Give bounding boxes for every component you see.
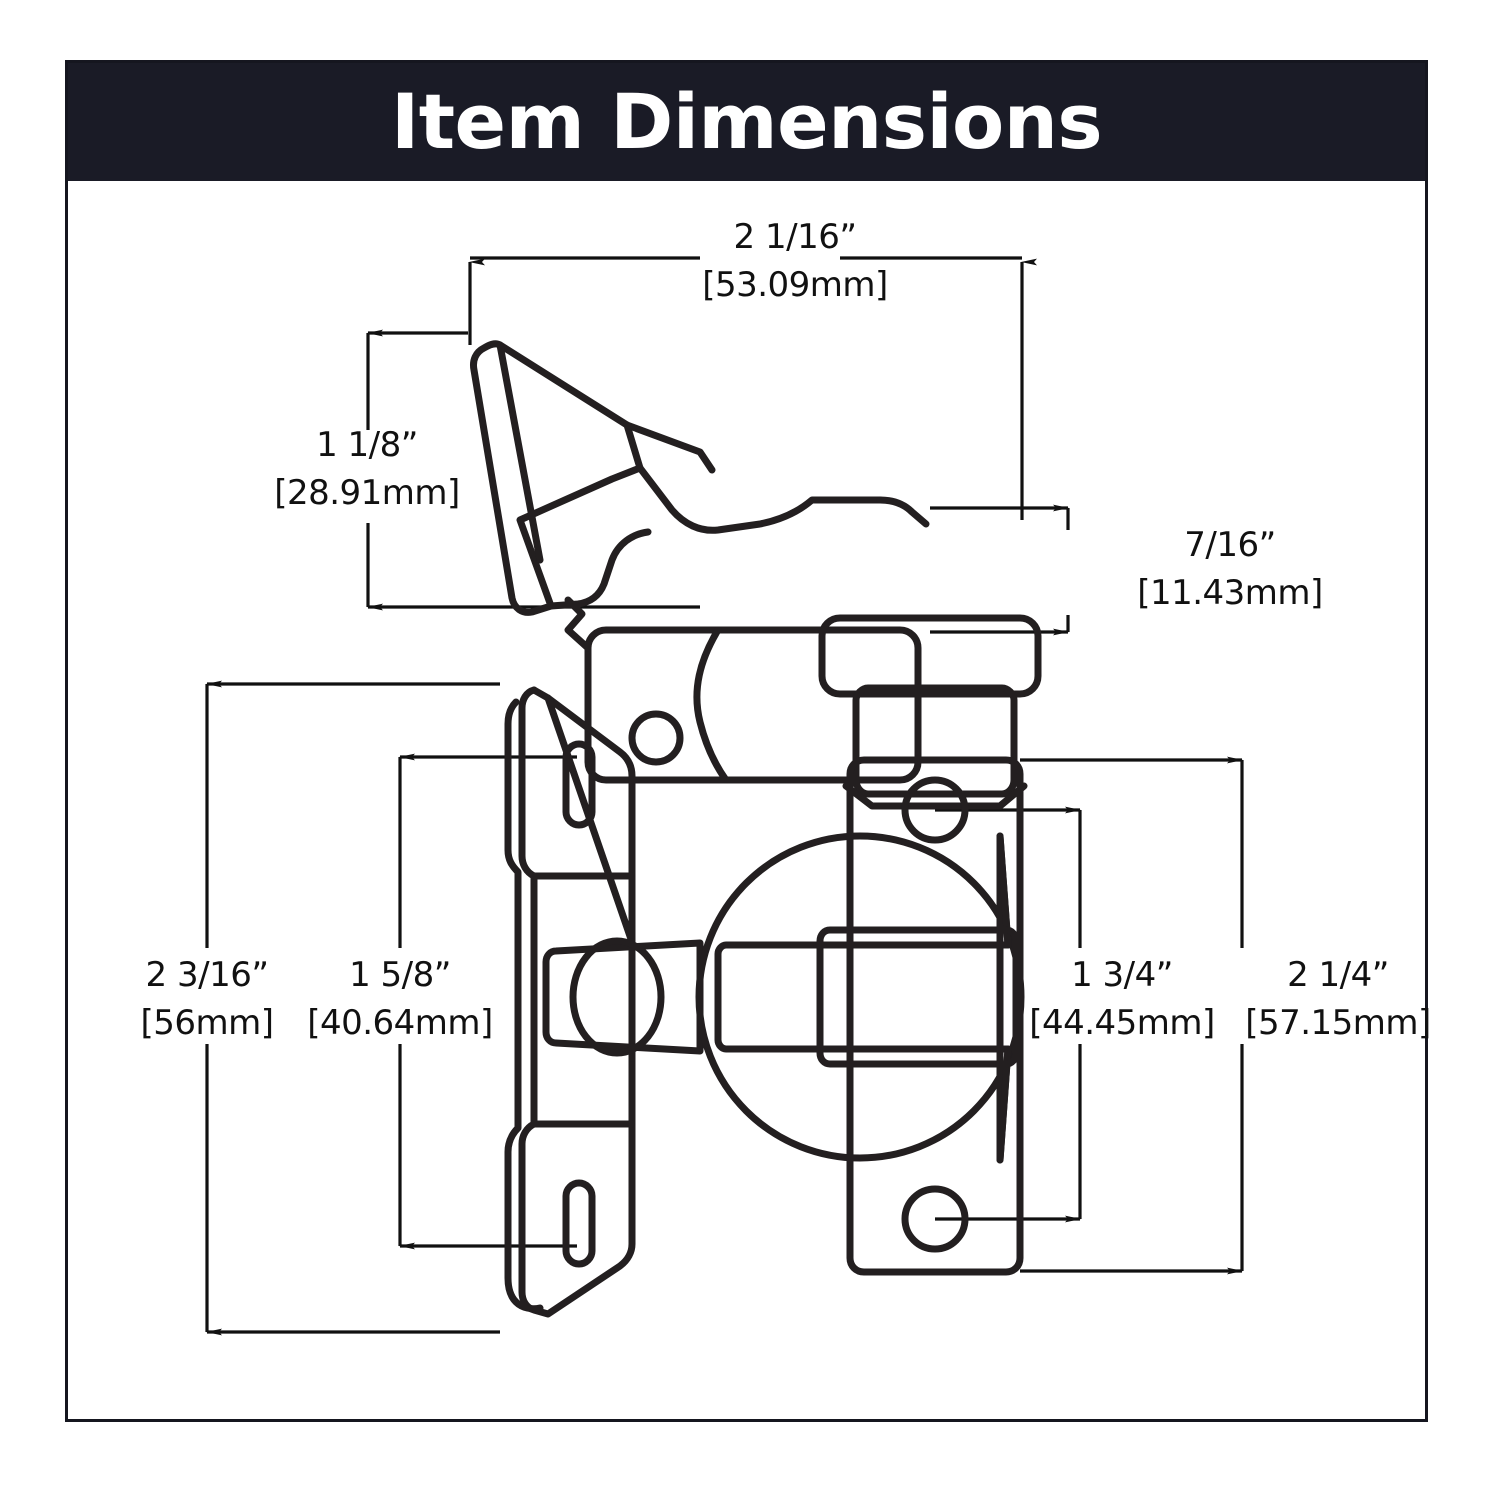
diagram-header: Item Dimensions <box>68 63 1425 181</box>
dimension-metric-top-width: [53.09mm] <box>702 265 888 306</box>
dimension-imperial-plate-height: 2 1/4” <box>1287 955 1389 995</box>
dimension-metric-overall-height: [56mm] <box>140 1003 274 1044</box>
dimension-label-right-thickness: 7/16” [11.43mm] <box>1091 521 1369 618</box>
dimension-label-left-height: 1 1/8” [28.91mm] <box>248 421 486 518</box>
dimension-imperial-slot-spacing: 1 5/8” <box>349 955 451 995</box>
dimension-metric-hole-spacing: [44.45mm] <box>1029 1003 1215 1044</box>
dimension-imperial-left-height: 1 1/8” <box>316 425 418 465</box>
dimension-label-top-width: 2 1/16” [53.09mm] <box>600 213 990 310</box>
dimension-label-slot-spacing: 1 5/8” [40.64mm] <box>300 951 500 1048</box>
dimension-imperial-top-width: 2 1/16” <box>733 217 857 257</box>
dimension-label-plate-height: 2 1/4” [57.15mm] <box>1243 951 1433 1048</box>
dimension-metric-slot-spacing: [40.64mm] <box>307 1003 493 1044</box>
diagram-frame: Item Dimensions <box>65 60 1428 1422</box>
dimension-imperial-right-thickness: 7/16” <box>1184 525 1276 565</box>
dimension-metric-left-height: [28.91mm] <box>274 473 460 514</box>
dimension-label-hole-spacing: 1 3/4” [44.45mm] <box>1022 951 1222 1048</box>
dimension-metric-right-thickness: [11.43mm] <box>1137 573 1323 614</box>
dimension-metric-plate-height: [57.15mm] <box>1245 1003 1431 1044</box>
page-title: Item Dimensions <box>390 77 1103 166</box>
dimension-imperial-overall-height: 2 3/16” <box>145 955 269 995</box>
dimension-imperial-hole-spacing: 1 3/4” <box>1071 955 1173 995</box>
dimension-label-overall-height: 2 3/16” [56mm] <box>112 951 302 1048</box>
